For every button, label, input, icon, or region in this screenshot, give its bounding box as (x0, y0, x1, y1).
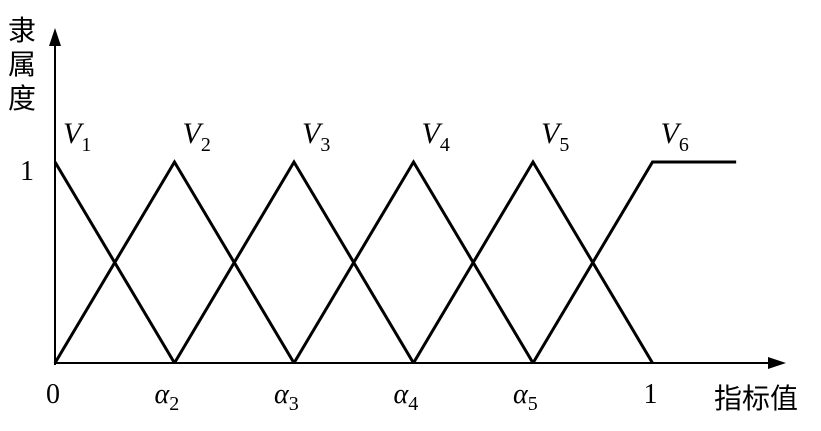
y-tick-label: 1 (20, 156, 34, 187)
y-axis-arrow-icon (49, 28, 61, 46)
series-layer (53, 159, 737, 364)
series-line-v5 (412, 159, 654, 364)
series-label-v2: V2 (183, 117, 211, 156)
series-line-v2 (53, 159, 296, 364)
axes (49, 28, 786, 369)
x-tick-label-4: α5 (513, 379, 538, 415)
series-label-v3: V3 (302, 117, 330, 156)
series-label-v1: V1 (63, 117, 91, 156)
x-tick-labels: 0 α2 α3 α4 α5 1 (46, 379, 658, 415)
x-tick-label-3: α4 (394, 379, 419, 415)
series-labels: V1 V2 V3 V4 V5 V6 (63, 117, 689, 156)
x-axis-arrow-icon (768, 357, 786, 369)
series-label-v6: V6 (661, 117, 689, 156)
x-tick-label-0: 0 (46, 379, 60, 410)
x-tick-label-2: α3 (274, 379, 299, 415)
series-label-v4: V4 (422, 117, 450, 156)
series-line-v6 (531, 160, 737, 364)
x-tick-label-5: 1 (644, 379, 658, 410)
x-axis-label: 指标值 (714, 382, 798, 415)
series-line-v4 (292, 159, 535, 364)
series-label-v5: V5 (541, 117, 569, 156)
series-line-v3 (173, 159, 415, 364)
x-tick-label-1: α2 (155, 379, 180, 415)
y-axis-label: 隶属度 (8, 14, 36, 115)
